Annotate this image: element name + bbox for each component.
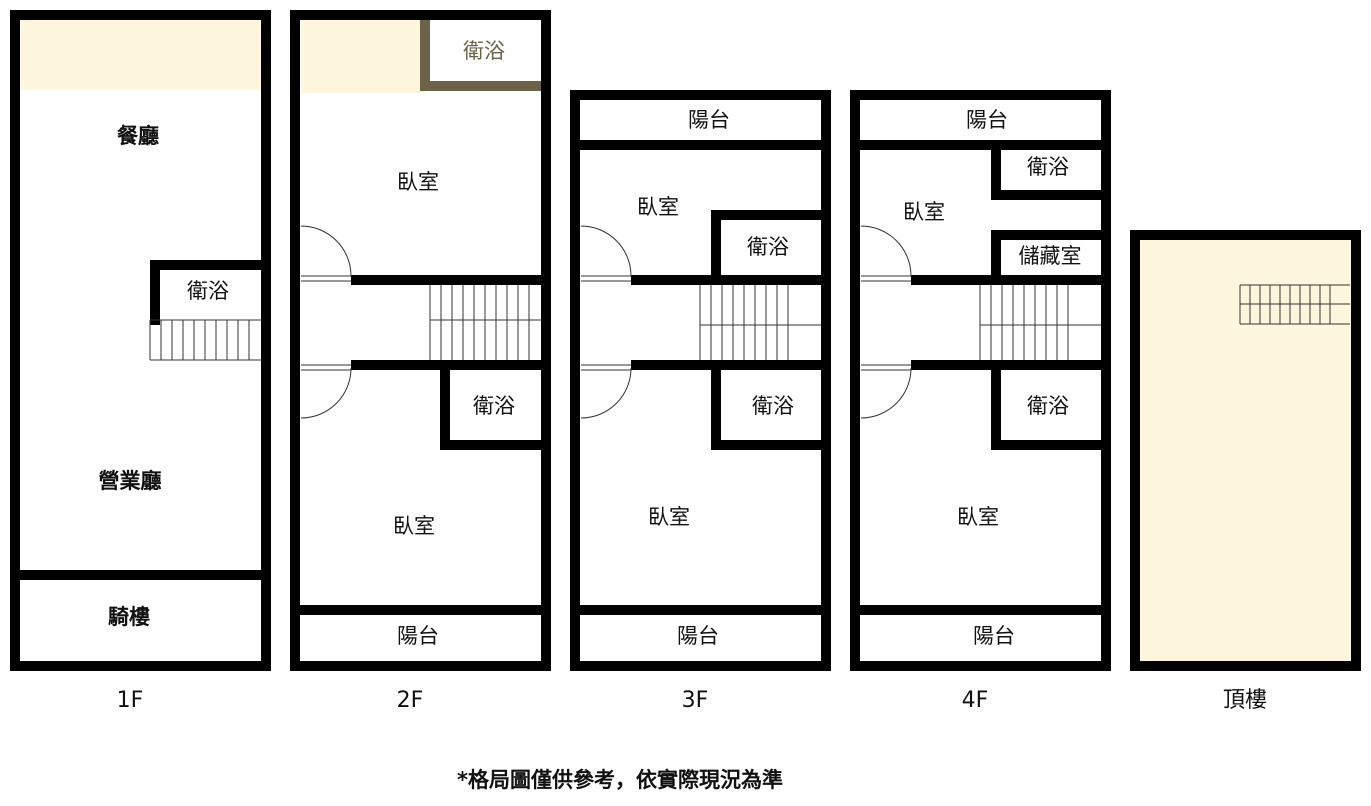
room-label-storage: 儲藏室 (1019, 244, 1082, 268)
room-label-bedroom-top: 臥室 (397, 170, 439, 194)
floor-label-2f: 2F (397, 688, 424, 713)
door-upper-4f (860, 225, 912, 282)
room-label-bath-top: 衛浴 (1027, 155, 1069, 179)
room-label-bath: 衛浴 (187, 279, 229, 303)
door-lower-2f (300, 364, 352, 419)
room-label-balcony-bottom: 陽台 (397, 624, 439, 648)
floor-1f-plan: 餐廳 衛浴 營業廳 騎樓 (10, 10, 271, 671)
floor-label-4f: 4F (962, 688, 989, 713)
storage-wall-4f (991, 230, 1106, 280)
floor-label-3f: 3F (682, 688, 709, 713)
room-label-bath-mid: 衛浴 (1027, 394, 1069, 418)
room-label-balcony-top: 陽台 (688, 108, 730, 132)
room-label-bath-mid: 衛浴 (473, 394, 515, 418)
staircase-2f (429, 285, 541, 360)
room-label-bath-top: 衛浴 (747, 235, 789, 259)
door-lower-4f (860, 364, 912, 419)
bath-wall-mid-2f (440, 365, 546, 450)
floor-roof-plan (1130, 230, 1361, 671)
room-label-bedroom-top: 臥室 (637, 195, 679, 219)
staircase-3f (699, 285, 821, 360)
staircase-4f (979, 285, 1101, 360)
room-label-bedroom-top: 臥室 (903, 200, 945, 224)
floor-label-roof: 頂樓 (1223, 688, 1267, 713)
outer-wall-roof (1130, 230, 1361, 671)
room-label-bath-top: 衛浴 (463, 39, 505, 63)
bath-wall-mid-4f (991, 365, 1106, 450)
room-label-business-hall: 營業廳 (99, 469, 162, 493)
disclaimer-footnote: *格局圖僅供參考，依實際現況為準 (457, 768, 783, 792)
bath-wall-top-4f (991, 145, 1106, 200)
outer-wall-1f (10, 10, 271, 671)
room-label-bedroom-bottom: 臥室 (957, 505, 999, 529)
roof-area (1140, 240, 1356, 661)
floor-3f-plan: 陽台 臥室 衛浴 衛浴 臥室 陽台 (570, 90, 831, 671)
floor-2f-plan: 衛浴 臥室 衛浴 臥室 陽台 (290, 10, 551, 671)
bath-wall-top-2f (420, 20, 541, 91)
void-area-2f (301, 20, 425, 93)
bath-wall-1f (150, 260, 266, 325)
bath-wall-mid-3f (711, 365, 826, 450)
room-label-balcony-bottom: 陽台 (973, 624, 1015, 648)
room-label-dining: 餐廳 (117, 124, 159, 148)
outer-wall-4f (850, 90, 1111, 671)
room-label-balcony-top: 陽台 (966, 108, 1008, 132)
void-area-1f (21, 20, 261, 90)
room-label-arcade: 騎樓 (108, 605, 150, 629)
room-label-bedroom-bottom: 臥室 (648, 505, 690, 529)
door-lower-3f (580, 364, 632, 419)
floor-label-1f: 1F (117, 688, 144, 713)
room-label-balcony-bottom: 陽台 (677, 624, 719, 648)
door-upper-2f (300, 225, 352, 282)
door-upper-3f (580, 225, 632, 282)
floor-4f-plan: 陽台 衛浴 臥室 儲藏室 衛浴 臥室 陽台 (850, 90, 1111, 671)
bath-wall-top-3f (711, 210, 826, 280)
room-label-bath-mid: 衛浴 (752, 394, 794, 418)
outer-wall-2f (290, 10, 551, 671)
staircase-1f (149, 319, 261, 361)
outer-wall-3f (570, 90, 831, 671)
room-label-bedroom-bottom: 臥室 (393, 514, 435, 538)
staircase-roof (1239, 284, 1350, 325)
